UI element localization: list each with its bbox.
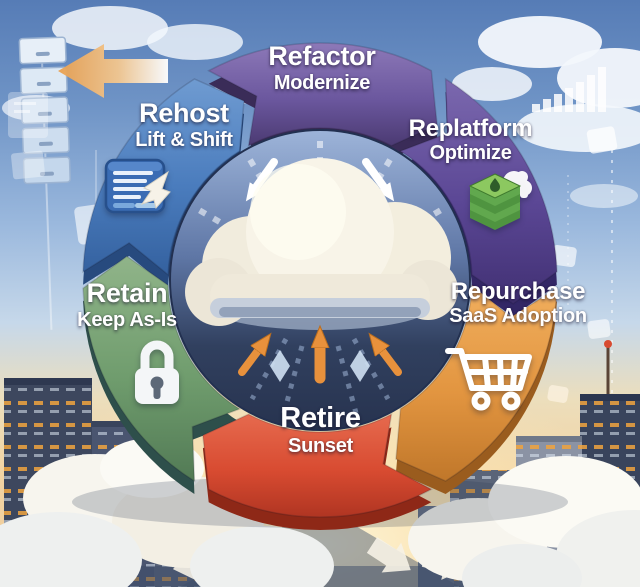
- inflow-arrows-top: [245, 158, 395, 202]
- hub-diamonds: [270, 350, 370, 382]
- segment-refactor: [207, 42, 438, 148]
- wheel-hub: [169, 129, 471, 431]
- left-arrow-icon: [58, 44, 168, 98]
- server-tower-icon: [18, 36, 71, 330]
- cloud-icon: [185, 158, 458, 330]
- segment-retire: [202, 412, 433, 518]
- circuit-lines-icon: [547, 126, 618, 430]
- growth-steps-icon: [532, 67, 606, 112]
- inflow-arrows-bottom: [238, 344, 402, 384]
